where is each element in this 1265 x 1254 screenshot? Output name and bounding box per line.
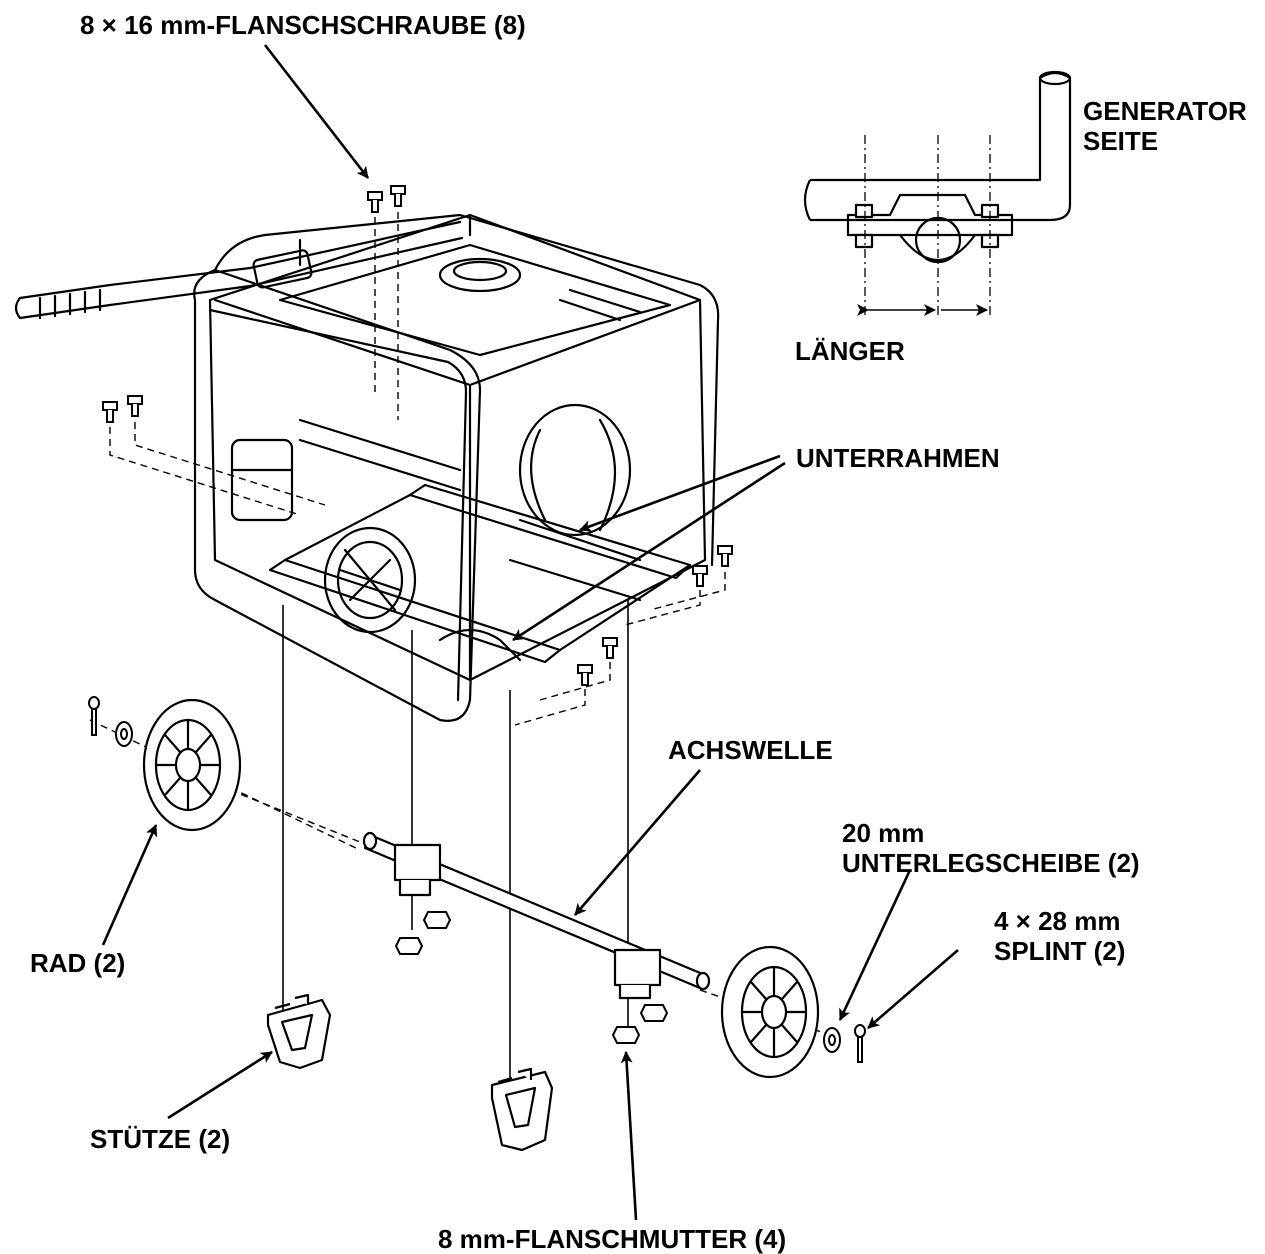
label-flange-nut: 8 mm-FLANSCHMUTTER (4) xyxy=(438,1224,787,1254)
generator-body-outline xyxy=(208,213,707,682)
axle-bracket xyxy=(393,843,442,882)
label-generator-side: GENERATOR SEITE xyxy=(1083,96,1247,156)
label-washer: 20 mm UNTERLEGSCHEIBE (2) xyxy=(842,818,1140,878)
callout-arrows xyxy=(101,44,959,1221)
flange-nut-icon xyxy=(611,1026,641,1044)
arrow-washer xyxy=(838,869,912,1021)
arrow-wheel xyxy=(101,824,158,946)
support-feet xyxy=(266,993,554,1152)
arrow-flange-bolt xyxy=(263,44,370,179)
flange-bolt-icon xyxy=(390,185,406,207)
label-flange-bolt: 8 × 16 mm-FLANSCHSCHRAUBE (8) xyxy=(80,10,526,40)
flange-bolt-icon xyxy=(717,545,733,567)
fuel-cap xyxy=(438,257,522,293)
washers-and-pins xyxy=(88,696,866,1063)
flange-bolts xyxy=(102,185,733,686)
inset-frame-tube xyxy=(810,71,1072,222)
arrow-flange-nut xyxy=(620,1051,638,1221)
label-axle: ACHSWELLE xyxy=(668,735,833,765)
label-wheel: RAD (2) xyxy=(30,948,126,978)
axle-shaft xyxy=(362,831,711,1000)
flange-bolt-icon xyxy=(367,191,383,213)
label-generator-side-line1: GENERATOR xyxy=(1083,96,1247,126)
label-support: STÜTZE (2) xyxy=(90,1124,231,1154)
label-cotter-pin: 4 × 28 mm SPLINT (2) xyxy=(994,906,1125,966)
label-subframe: UNTERRAHMEN xyxy=(796,443,1000,473)
label-cotter-pin-line2: SPLINT (2) xyxy=(994,936,1126,966)
fuel-tank xyxy=(278,243,672,357)
rear-frame-tube xyxy=(213,213,720,567)
recoil-starter xyxy=(323,526,417,634)
front-frame-tube xyxy=(193,268,482,722)
flange-nuts xyxy=(394,911,669,1044)
axle-bracket xyxy=(613,948,662,987)
label-longer: LÄNGER xyxy=(795,336,905,366)
arrow-cotter-pin xyxy=(867,949,959,1029)
flange-bolt-icon xyxy=(577,664,593,686)
generator-assembly xyxy=(14,213,720,722)
generator-top-edge xyxy=(213,298,702,387)
flange-nut-icon xyxy=(394,937,424,955)
arrow-support xyxy=(167,1050,273,1120)
flange-nut-icon xyxy=(639,1004,669,1022)
flange-bolt-icon xyxy=(602,637,618,659)
flange-bolt-icon xyxy=(692,565,708,587)
arrow-axle xyxy=(574,769,701,916)
inset-dimension-lines xyxy=(864,135,991,315)
label-cotter-pin-line1: 4 × 28 mm xyxy=(994,906,1121,936)
wheel-right xyxy=(720,945,820,1079)
inset-bracket xyxy=(846,193,1014,237)
label-generator-side-line2: SEITE xyxy=(1083,126,1159,156)
arrow-subframe-1 xyxy=(579,454,781,532)
wheel-left xyxy=(142,698,242,832)
handle-bar xyxy=(18,220,462,300)
subframe-rail-rear xyxy=(408,483,692,580)
label-washer-line2: UNTERLEGSCHEIBE (2) xyxy=(842,848,1140,878)
flange-bolt-icon xyxy=(102,401,118,423)
flange-bolt-icon xyxy=(127,395,143,417)
flange-nut-icon xyxy=(422,911,452,929)
label-washer-line1: 20 mm xyxy=(842,818,925,848)
arrow-subframe-2 xyxy=(512,461,786,642)
